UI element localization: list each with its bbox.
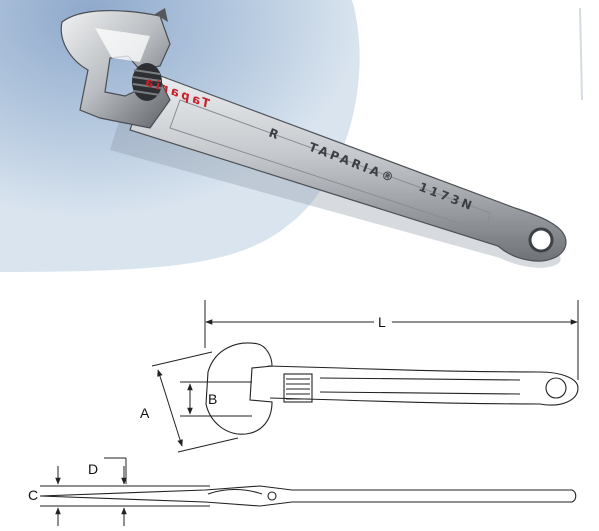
dimension-jaw-opening [180, 381, 252, 417]
dimension-length [204, 300, 579, 380]
dimension-depth [104, 457, 127, 526]
label-jaw-opening: B [208, 391, 217, 407]
label-depth: D [88, 461, 98, 477]
technical-drawing [39, 300, 579, 526]
jaw-gap [95, 28, 150, 62]
wrench-profile [39, 485, 577, 507]
label-thickness: C [28, 487, 38, 503]
hanging-hole [528, 227, 554, 253]
worm-screw [132, 63, 162, 101]
label-length: L [378, 314, 386, 330]
wrench-outline [205, 342, 579, 435]
handle-groove [169, 99, 491, 233]
dimension-jaw-width [151, 351, 239, 453]
head-tip [155, 8, 168, 22]
wrench-handle [129, 71, 567, 262]
label-jaw-width: A [140, 405, 150, 421]
product-photo: Taparia R TAPARIA® 1173N [0, 0, 583, 272]
stamp-letter: R [267, 126, 283, 143]
photo-edge-line [579, 7, 583, 101]
